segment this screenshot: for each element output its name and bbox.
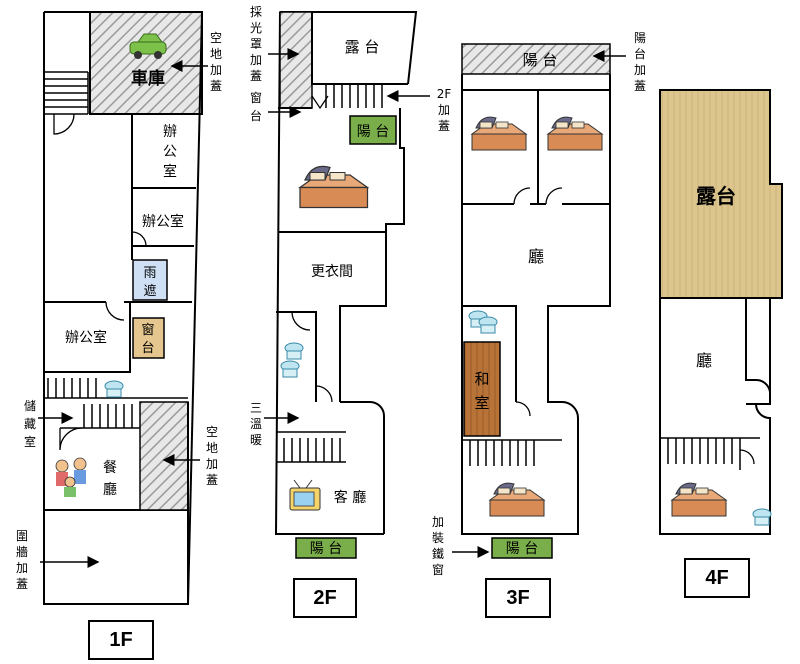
japanese-room-line2: 室 xyxy=(474,394,489,412)
iron-window-c1: 裝 xyxy=(432,531,444,545)
garage-addon-c2: 加 xyxy=(210,63,222,77)
balcony-front-2f xyxy=(295,537,357,559)
office-b-label: 辦公室 xyxy=(142,213,184,230)
bed-icon-2f xyxy=(299,165,369,209)
floor-3-label: 3F xyxy=(485,578,551,618)
iron-window-c2: 鐵 xyxy=(432,546,444,561)
japanese-room-3f xyxy=(463,341,501,437)
dining-addon-c0: 空 xyxy=(206,425,218,439)
skylight-c0: 採 xyxy=(250,5,262,19)
wall-addon-c3: 蓋 xyxy=(16,577,28,591)
dining-addon-c2: 加 xyxy=(206,457,218,471)
balcony-addon-c0: 陽 xyxy=(634,31,646,45)
garage-addon-c3: 蓋 xyxy=(210,79,222,93)
bed-icon-3f-b xyxy=(547,116,603,151)
office-a-line3: 室 xyxy=(163,163,177,180)
skylight-addon-area xyxy=(279,11,313,109)
skylight-c1: 光 xyxy=(250,21,262,35)
family-dining-icon xyxy=(55,457,87,497)
japanese-room-line1: 和 xyxy=(474,370,489,388)
bay-window-line2: 台 xyxy=(141,341,154,356)
wall-addon-c2: 加 xyxy=(16,561,28,575)
bed-icon-3f-a xyxy=(471,116,527,151)
office-c-label: 辦公室 xyxy=(65,329,107,346)
toilet-icon xyxy=(104,380,124,398)
office-a-line1: 辦 xyxy=(163,124,177,140)
dining-addon-c1: 地 xyxy=(206,441,218,455)
rain-shelter-area xyxy=(132,259,168,301)
balcony-back-3f xyxy=(461,43,611,75)
dressing-room-label: 更衣間 xyxy=(311,264,353,280)
bay-window-line1: 窗 xyxy=(141,322,154,338)
iron-window-c3: 窗 xyxy=(432,563,444,577)
floor-3-plan: 陽 台 廳 和 室 陽 台 陽 台 加 蓋 加 裝 鐵 窗 xyxy=(432,31,646,577)
addon-2f-c2: 蓋 xyxy=(438,119,450,133)
balcony-back-3f-label: 陽 台 xyxy=(523,51,558,69)
addon-2f-c0: 2F xyxy=(437,87,452,101)
floor-4-label: 4F xyxy=(684,558,750,598)
terrace-2f-label: 露 台 xyxy=(345,38,380,56)
heater-c0: 三 xyxy=(250,401,262,415)
dining-addon-c3: 蓋 xyxy=(206,473,218,487)
terrace-4f-label: 露台 xyxy=(696,184,736,208)
balcony-front-2f-label: 陽 台 xyxy=(310,541,342,557)
hall-4f-label: 廳 xyxy=(696,351,712,370)
balcony-addon-c2: 加 xyxy=(634,63,646,77)
floor-2-label: 2F xyxy=(293,578,357,618)
iron-window-c0: 加 xyxy=(432,515,444,529)
wall-addon-c1: 牆 xyxy=(16,544,28,559)
balcony-mid-2f xyxy=(349,115,397,145)
balcony-mid-2f-label: 陽 台 xyxy=(357,124,389,140)
dining-addon-area xyxy=(139,401,189,511)
bay-window-1f xyxy=(132,317,165,359)
living-room-2f-label: 客 廳 xyxy=(334,489,366,506)
bay-window-2f-c1: 台 xyxy=(250,108,262,123)
balcony-front-3f-label: 陽 台 xyxy=(506,541,538,557)
balcony-addon-c1: 台 xyxy=(634,46,646,61)
skylight-c2: 罩 xyxy=(250,37,262,51)
wall-addon-c0: 圍 xyxy=(16,529,28,543)
balcony-addon-c3: 蓋 xyxy=(634,79,646,93)
heater-c2: 暖 xyxy=(250,433,262,447)
skylight-c3: 加 xyxy=(250,53,262,67)
garage-area xyxy=(89,11,203,115)
bed-icon-3f-c xyxy=(489,482,545,517)
car-icon xyxy=(129,33,167,59)
storage-c2: 室 xyxy=(24,434,36,449)
floor-1-label: 1F xyxy=(88,620,154,660)
toilet-icon-2f-a xyxy=(284,342,304,360)
storage-c0: 儲 xyxy=(24,399,36,413)
rain-shelter-line1: 雨 xyxy=(143,266,156,281)
storage-c1: 藏 xyxy=(24,417,36,431)
toilet-icon-4f xyxy=(752,508,772,526)
toilet-icon-3f-b xyxy=(478,316,498,334)
garage-addon-c1: 地 xyxy=(210,47,222,61)
floor-1-plan: 車庫 辦 公 室 辦公室 雨 遮 辦公室 窗 台 餐 廳 空 地 加 蓋 儲 藏… xyxy=(16,11,222,605)
rain-shelter-line2: 遮 xyxy=(143,283,156,299)
garage-addon-c0: 空 xyxy=(210,31,222,45)
office-a-line2: 公 xyxy=(163,144,177,160)
skylight-c4: 蓋 xyxy=(250,69,262,83)
hall-3f-label: 廳 xyxy=(528,247,544,266)
floor-2-plan: 露 台 陽 台 更衣間 客 廳 陽 台 採 光 罩 加 蓋 窗 台 2F 加 蓋… xyxy=(250,5,452,559)
dining-line1: 餐 xyxy=(103,460,117,476)
addon-2f-c1: 加 xyxy=(438,103,450,117)
toilet-icon-2f-b xyxy=(280,360,300,378)
balcony-front-3f xyxy=(491,537,553,559)
garage-label: 車庫 xyxy=(131,68,165,89)
bed-icon-4f xyxy=(671,482,727,517)
bay-window-2f-c0: 窗 xyxy=(250,91,262,105)
tv-icon xyxy=(289,479,321,511)
dining-line2: 廳 xyxy=(103,481,117,498)
heater-c1: 溫 xyxy=(250,417,262,431)
floor-4-plan: 露台 廳 xyxy=(659,89,783,535)
